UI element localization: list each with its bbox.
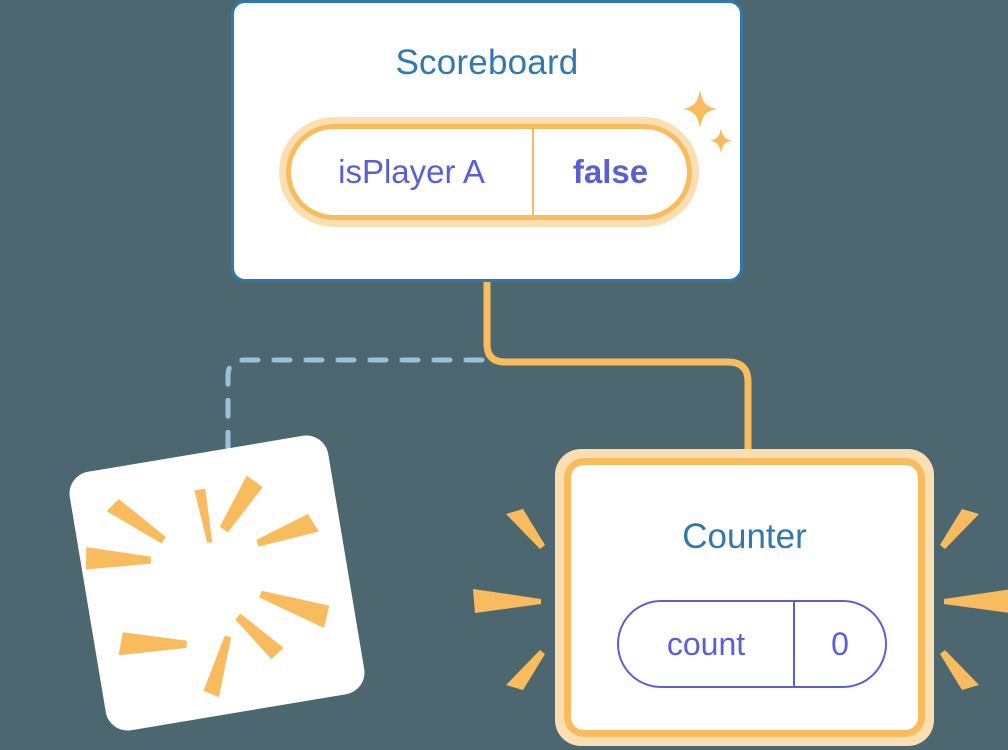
counter-title: Counter (682, 517, 807, 556)
connector-solid-to-counter (483, 282, 752, 455)
counter-state-value: 0 (831, 625, 849, 662)
burst-ray (118, 632, 188, 656)
scoreboard-state-pill-inner: isPlayer A false (286, 124, 692, 220)
burst-ray (258, 590, 330, 628)
sparkle-large-icon (683, 90, 717, 128)
sparkle-group (676, 88, 742, 166)
counter-ray (944, 589, 1008, 613)
scoreboard-state-value: false (572, 153, 649, 190)
burst-ray (194, 488, 213, 544)
sparkle-small-icon (710, 128, 732, 153)
burst-rays-icon (85, 475, 330, 698)
counter-state-key: count (619, 602, 795, 686)
counter-ray (473, 589, 541, 613)
counter-rays-right-svg (940, 509, 1008, 690)
scoreboard-title: Scoreboard (395, 43, 579, 82)
scoreboard-state-pill[interactable]: isPlayer A false (279, 117, 699, 227)
burst-ray (256, 514, 319, 547)
burst-card[interactable] (66, 432, 368, 734)
burst-ray (203, 635, 232, 698)
counter-card-inner: Counter count 0 (564, 458, 925, 737)
scoreboard-state-key: isPlayer A (291, 129, 534, 215)
counter-card[interactable]: Counter count 0 (555, 449, 934, 746)
counter-ray (506, 650, 545, 690)
counter-rays-left (465, 449, 555, 749)
burst-ray (235, 613, 284, 660)
counter-state-pill[interactable]: count 0 (617, 600, 887, 688)
sparkle-svg (683, 90, 732, 153)
counter-rays-right (930, 449, 1008, 749)
counter-rays-left-svg (473, 509, 545, 690)
counter-ray (940, 509, 979, 549)
burst-ray (106, 499, 166, 544)
counter-ray (506, 509, 545, 549)
burst-ray (219, 475, 263, 533)
counter-ray (940, 650, 979, 690)
scoreboard-card[interactable]: Scoreboard isPlayer A false (231, 0, 743, 282)
burst-ray (85, 547, 151, 570)
